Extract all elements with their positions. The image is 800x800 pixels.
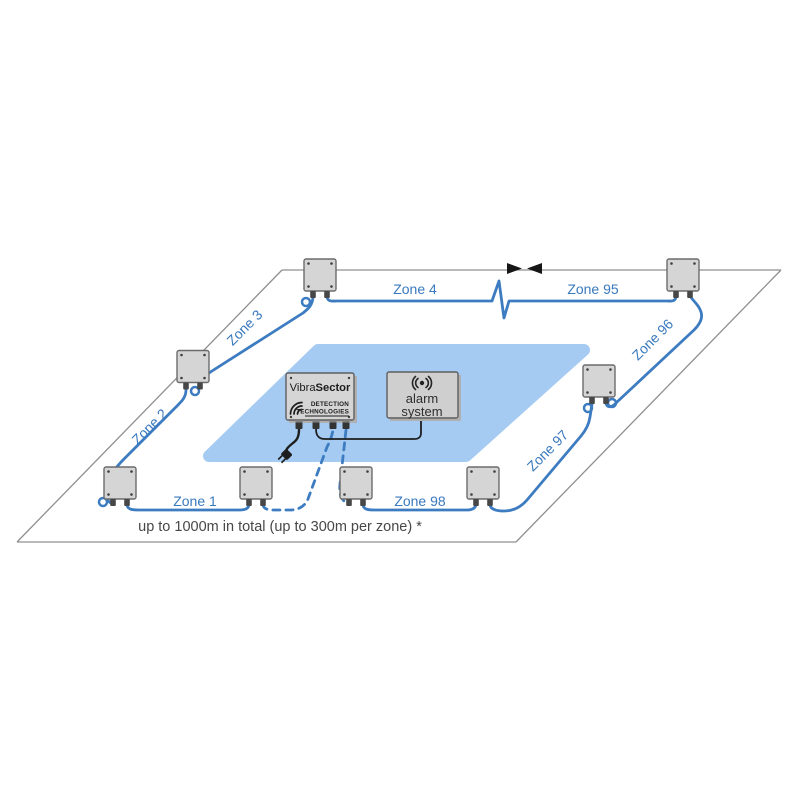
pigtail-loop xyxy=(606,397,618,409)
fence-right-edge xyxy=(515,269,782,543)
pigtail-loop xyxy=(189,385,201,397)
power-plug-icon xyxy=(277,449,292,464)
zone-label-95: Zone 95 xyxy=(567,281,619,297)
pigtail-loop xyxy=(300,296,312,308)
zone-label-2: Zone 2 xyxy=(128,405,170,447)
zone-label-97: Zone 97 xyxy=(524,426,572,474)
plug-prongs xyxy=(277,455,286,464)
alarm-speaker-icon xyxy=(411,375,433,391)
alarm-label-line1: alarm xyxy=(406,391,439,406)
zone-label-1: Zone 1 xyxy=(173,493,217,509)
zone-label-98: Zone 98 xyxy=(394,493,446,509)
alarm-body xyxy=(386,371,459,419)
gland-cap xyxy=(312,420,320,423)
cable-pigtail-loops xyxy=(97,296,618,508)
speaker-dot xyxy=(419,380,425,386)
controller-cable-glands xyxy=(295,420,350,429)
alarm-wire xyxy=(315,417,422,440)
controller-brand: VibraSector xyxy=(290,382,351,394)
logo-line-1: DETECTION xyxy=(311,401,349,408)
alarm-label-line2: system xyxy=(401,404,442,419)
cable-zone4-zone95 xyxy=(325,279,678,320)
junction-box-mid-left xyxy=(176,349,210,391)
junction-box-top-left xyxy=(303,258,337,299)
controller-body xyxy=(285,372,355,421)
pigtail-loop xyxy=(582,402,594,414)
zone-label-96: Zone 96 xyxy=(629,315,677,363)
screw-icon xyxy=(347,376,351,380)
opposing-arrows-icon xyxy=(507,263,542,274)
pigtail-loop xyxy=(97,496,109,508)
junction-box-top-right xyxy=(666,258,700,299)
plug-body xyxy=(281,449,292,460)
gland-cap xyxy=(295,420,303,423)
arrow-right-icon xyxy=(507,263,522,274)
junction-box-bottom-4 xyxy=(466,466,500,507)
logo-line-2: TECHNOLOGIES xyxy=(296,409,349,416)
gland-cap xyxy=(342,420,350,423)
controller-box: VibraSector DETECTION TECHNOLOGIES xyxy=(285,372,357,429)
length-caption: up to 1000m in total (up to 300m per zon… xyxy=(138,519,422,535)
cable-zone96 xyxy=(604,294,703,409)
detection-technologies-logo-icon xyxy=(289,401,303,415)
fence-left-edge xyxy=(16,269,283,543)
arrow-left-icon xyxy=(527,263,542,274)
junction-box-bottom-2 xyxy=(239,466,273,507)
cable-zone1 xyxy=(125,502,251,512)
cable-zone97 xyxy=(488,402,594,513)
cable-zone98 xyxy=(361,502,478,512)
screw-icon xyxy=(289,415,293,419)
alarm-system-box: alarm system xyxy=(386,371,461,421)
gland-cap xyxy=(329,420,337,423)
screw-icon xyxy=(289,376,293,380)
zone-label-4: Zone 4 xyxy=(393,281,437,297)
